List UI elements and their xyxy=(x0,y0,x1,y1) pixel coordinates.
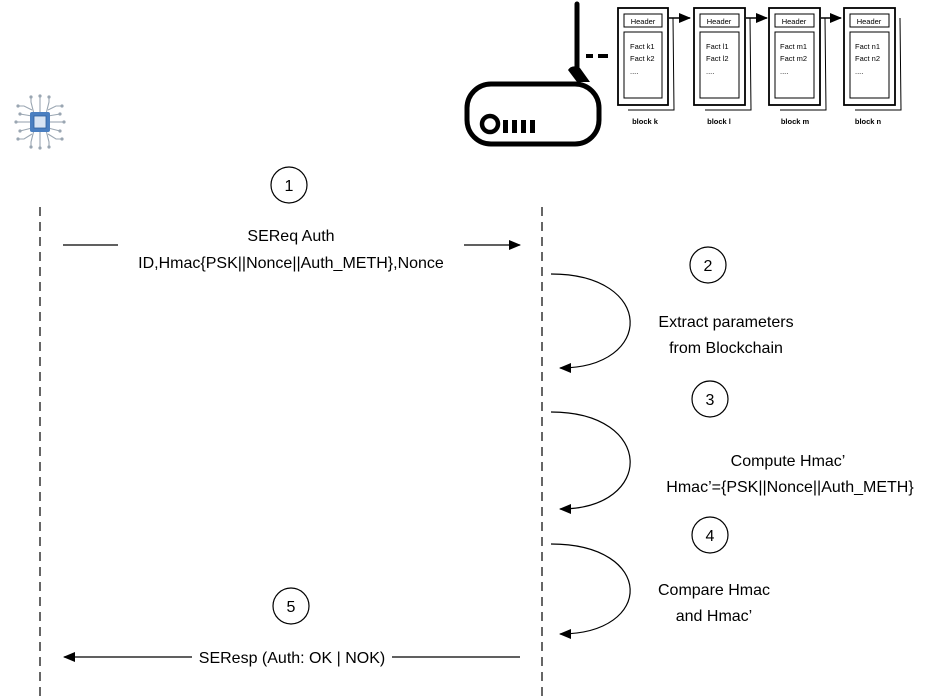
block-fact: Fact k1 xyxy=(630,42,655,51)
block-fact: Fact m1 xyxy=(780,42,807,51)
step-3-marker: 3 xyxy=(691,380,729,418)
block-ellipsis: .... xyxy=(780,67,788,76)
step-number: 1 xyxy=(285,178,294,195)
compare-label-line2: and Hmac’ xyxy=(676,608,752,625)
block-name: block m xyxy=(781,117,810,126)
block-n: Header Fact n1 Fact n2 .... block n xyxy=(843,7,902,126)
block-header: Header xyxy=(631,17,656,26)
step-number: 2 xyxy=(704,258,713,275)
blockchain: Header Fact k1 Fact k2 .... block k Head… xyxy=(617,7,902,126)
extract-loop-arrow xyxy=(550,273,631,373)
block-m: Header Fact m1 Fact m2 .... block m xyxy=(768,7,827,126)
block-header: Header xyxy=(782,17,807,26)
block-header: Header xyxy=(707,17,732,26)
router-icon xyxy=(464,1,602,147)
request-title: SEReq Auth xyxy=(247,228,334,245)
block-fact: Fact m2 xyxy=(780,54,807,63)
block-header: Header xyxy=(857,17,882,26)
block-ellipsis: .... xyxy=(855,67,863,76)
block-name: block n xyxy=(855,117,882,126)
microchip-icon xyxy=(14,94,66,150)
compare-loop-arrow xyxy=(550,543,631,639)
block-name: block k xyxy=(632,117,659,126)
block-fact: Fact l2 xyxy=(706,54,729,63)
block-ellipsis: .... xyxy=(630,67,638,76)
extract-label-line1: Extract parameters xyxy=(658,314,793,331)
block-l: Header Fact l1 Fact l2 .... block l xyxy=(693,7,752,126)
request-message: SEReq Auth ID,Hmac{PSK||Nonce||Auth_METH… xyxy=(63,228,521,272)
block-fact: Fact n1 xyxy=(855,42,880,51)
compare-label-line1: Compare Hmac xyxy=(658,582,770,599)
step-2-marker: 2 xyxy=(689,246,727,284)
step-number: 5 xyxy=(287,599,296,616)
block-fact: Fact l1 xyxy=(706,42,729,51)
step-5-marker: 5 xyxy=(272,587,310,625)
block-k: Header Fact k1 Fact k2 .... block k xyxy=(617,7,675,126)
step-number: 3 xyxy=(706,392,715,409)
step-number: 4 xyxy=(706,528,715,545)
step-4-marker: 4 xyxy=(691,516,729,554)
compute-label-line2: Hmac’={PSK||Nonce||Auth_METH} xyxy=(666,479,914,496)
extract-label-line2: from Blockchain xyxy=(669,340,783,357)
block-fact: Fact k2 xyxy=(630,54,655,63)
step-1-marker: 1 xyxy=(270,166,308,204)
compute-loop-arrow xyxy=(550,411,631,514)
router-chain-connector xyxy=(586,54,608,58)
compute-label-line1: Compute Hmac’ xyxy=(731,453,846,470)
request-payload: ID,Hmac{PSK||Nonce||Auth_METH},Nonce xyxy=(138,255,444,272)
block-ellipsis: .... xyxy=(706,67,714,76)
response-message: SEResp (Auth: OK | NOK) xyxy=(63,650,520,667)
response-label: SEResp (Auth: OK | NOK) xyxy=(199,650,385,667)
block-fact: Fact n2 xyxy=(855,54,880,63)
block-name: block l xyxy=(707,117,731,126)
